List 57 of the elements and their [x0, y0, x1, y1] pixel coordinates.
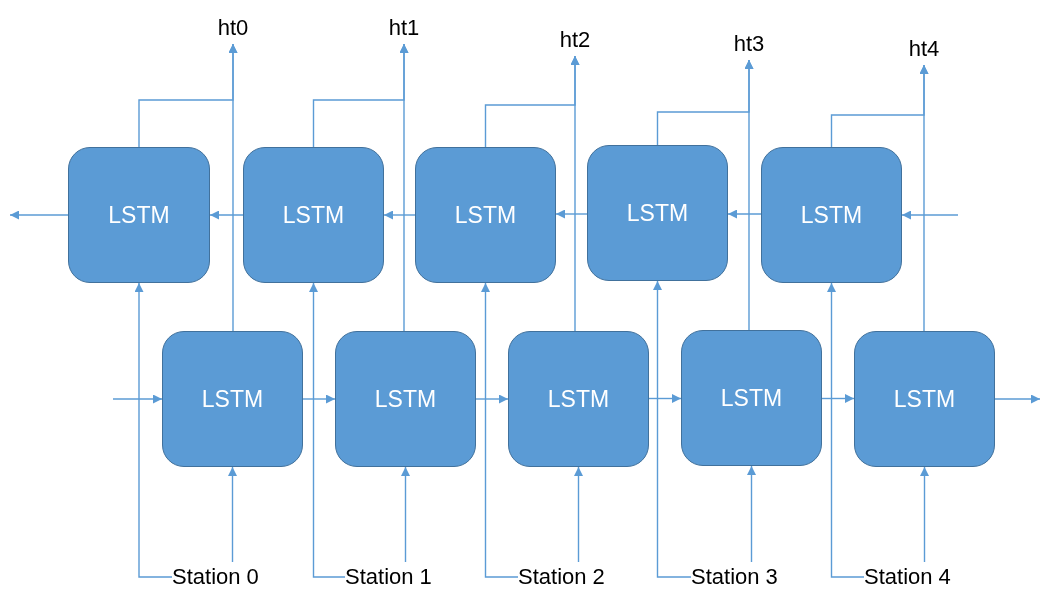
cell-label: LSTM — [626, 199, 689, 227]
arrow — [555, 209, 588, 219]
cell-label: LSTM — [108, 201, 170, 229]
arrow — [994, 394, 1041, 404]
cell-label: LSTM — [454, 201, 517, 229]
station-text: Station 2 — [518, 564, 605, 590]
arrow — [827, 282, 865, 578]
lstm-cell-box — [854, 331, 995, 467]
arrow — [574, 466, 583, 563]
lstm-cell-box — [508, 331, 649, 467]
arrow — [484, 55, 580, 148]
cell-label: LSTM — [720, 384, 783, 412]
arrow — [920, 466, 929, 563]
lstm-cell-box — [415, 147, 556, 283]
output-text: ht1 — [388, 15, 420, 41]
lstm-cell-box — [162, 331, 303, 467]
arrow — [481, 282, 519, 578]
lstm-cell-box — [243, 147, 384, 283]
arrow — [656, 59, 754, 146]
lstm-cell-box — [68, 147, 210, 283]
output-text: ht4 — [908, 36, 940, 62]
station-text: Station 1 — [345, 564, 432, 590]
cell-label: LSTM — [282, 201, 345, 229]
lstm-cell-box — [587, 145, 728, 281]
lstm-cell-box — [681, 330, 822, 466]
arrow — [383, 210, 416, 220]
lstm-cell-box — [335, 331, 476, 467]
arrow — [209, 210, 244, 220]
arrow — [228, 466, 237, 563]
arrow — [747, 465, 756, 563]
cell-label: LSTM — [547, 385, 610, 413]
arrow — [401, 466, 410, 563]
lstm-cell-box — [761, 147, 902, 283]
cell-label: LSTM — [374, 385, 437, 413]
arrow — [901, 210, 959, 220]
station-text: Station 3 — [691, 564, 778, 590]
arrow — [302, 394, 336, 404]
arrow — [830, 64, 929, 148]
arrow — [648, 394, 682, 403]
station-text: Station 4 — [864, 564, 951, 590]
cell-label: LSTM — [201, 385, 264, 413]
arrow — [653, 280, 692, 578]
output-text: ht2 — [559, 27, 591, 53]
output-text: ht0 — [217, 15, 249, 41]
station-text: Station 0 — [172, 564, 259, 590]
arrow — [312, 43, 409, 148]
arrow — [309, 282, 346, 578]
arrow — [727, 209, 762, 219]
arrow — [821, 394, 855, 403]
arrow — [138, 43, 238, 148]
arrow — [9, 210, 69, 220]
arrow — [112, 394, 163, 404]
arrow — [475, 394, 509, 404]
cell-label: LSTM — [800, 201, 863, 229]
arrow — [134, 282, 173, 578]
output-text: ht3 — [733, 31, 765, 57]
cell-label: LSTM — [893, 385, 956, 413]
